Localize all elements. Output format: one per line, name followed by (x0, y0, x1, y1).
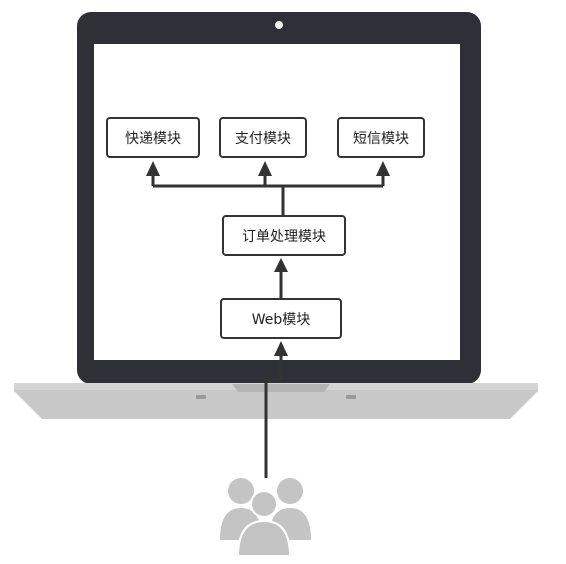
arrowhead-express (146, 161, 160, 176)
node-order-processing-module: 订单处理模块 (222, 215, 346, 256)
node-sms-module: 短信模块 (337, 117, 425, 158)
arrowhead-order (274, 258, 288, 272)
arrowhead-web (274, 341, 288, 356)
arrowheads (146, 161, 390, 356)
node-web-module: Web模块 (220, 298, 342, 339)
camera-icon (275, 21, 283, 29)
node-express-module: 快递模块 (106, 117, 200, 158)
arrowhead-sms (376, 161, 390, 176)
edge-users-web-upper (264, 355, 283, 420)
connectors (151, 175, 385, 478)
node-payment-module: 支付模块 (219, 117, 307, 158)
users-icon (220, 478, 311, 557)
arrowhead-payment (258, 161, 272, 176)
laptop-icon (14, 12, 538, 419)
